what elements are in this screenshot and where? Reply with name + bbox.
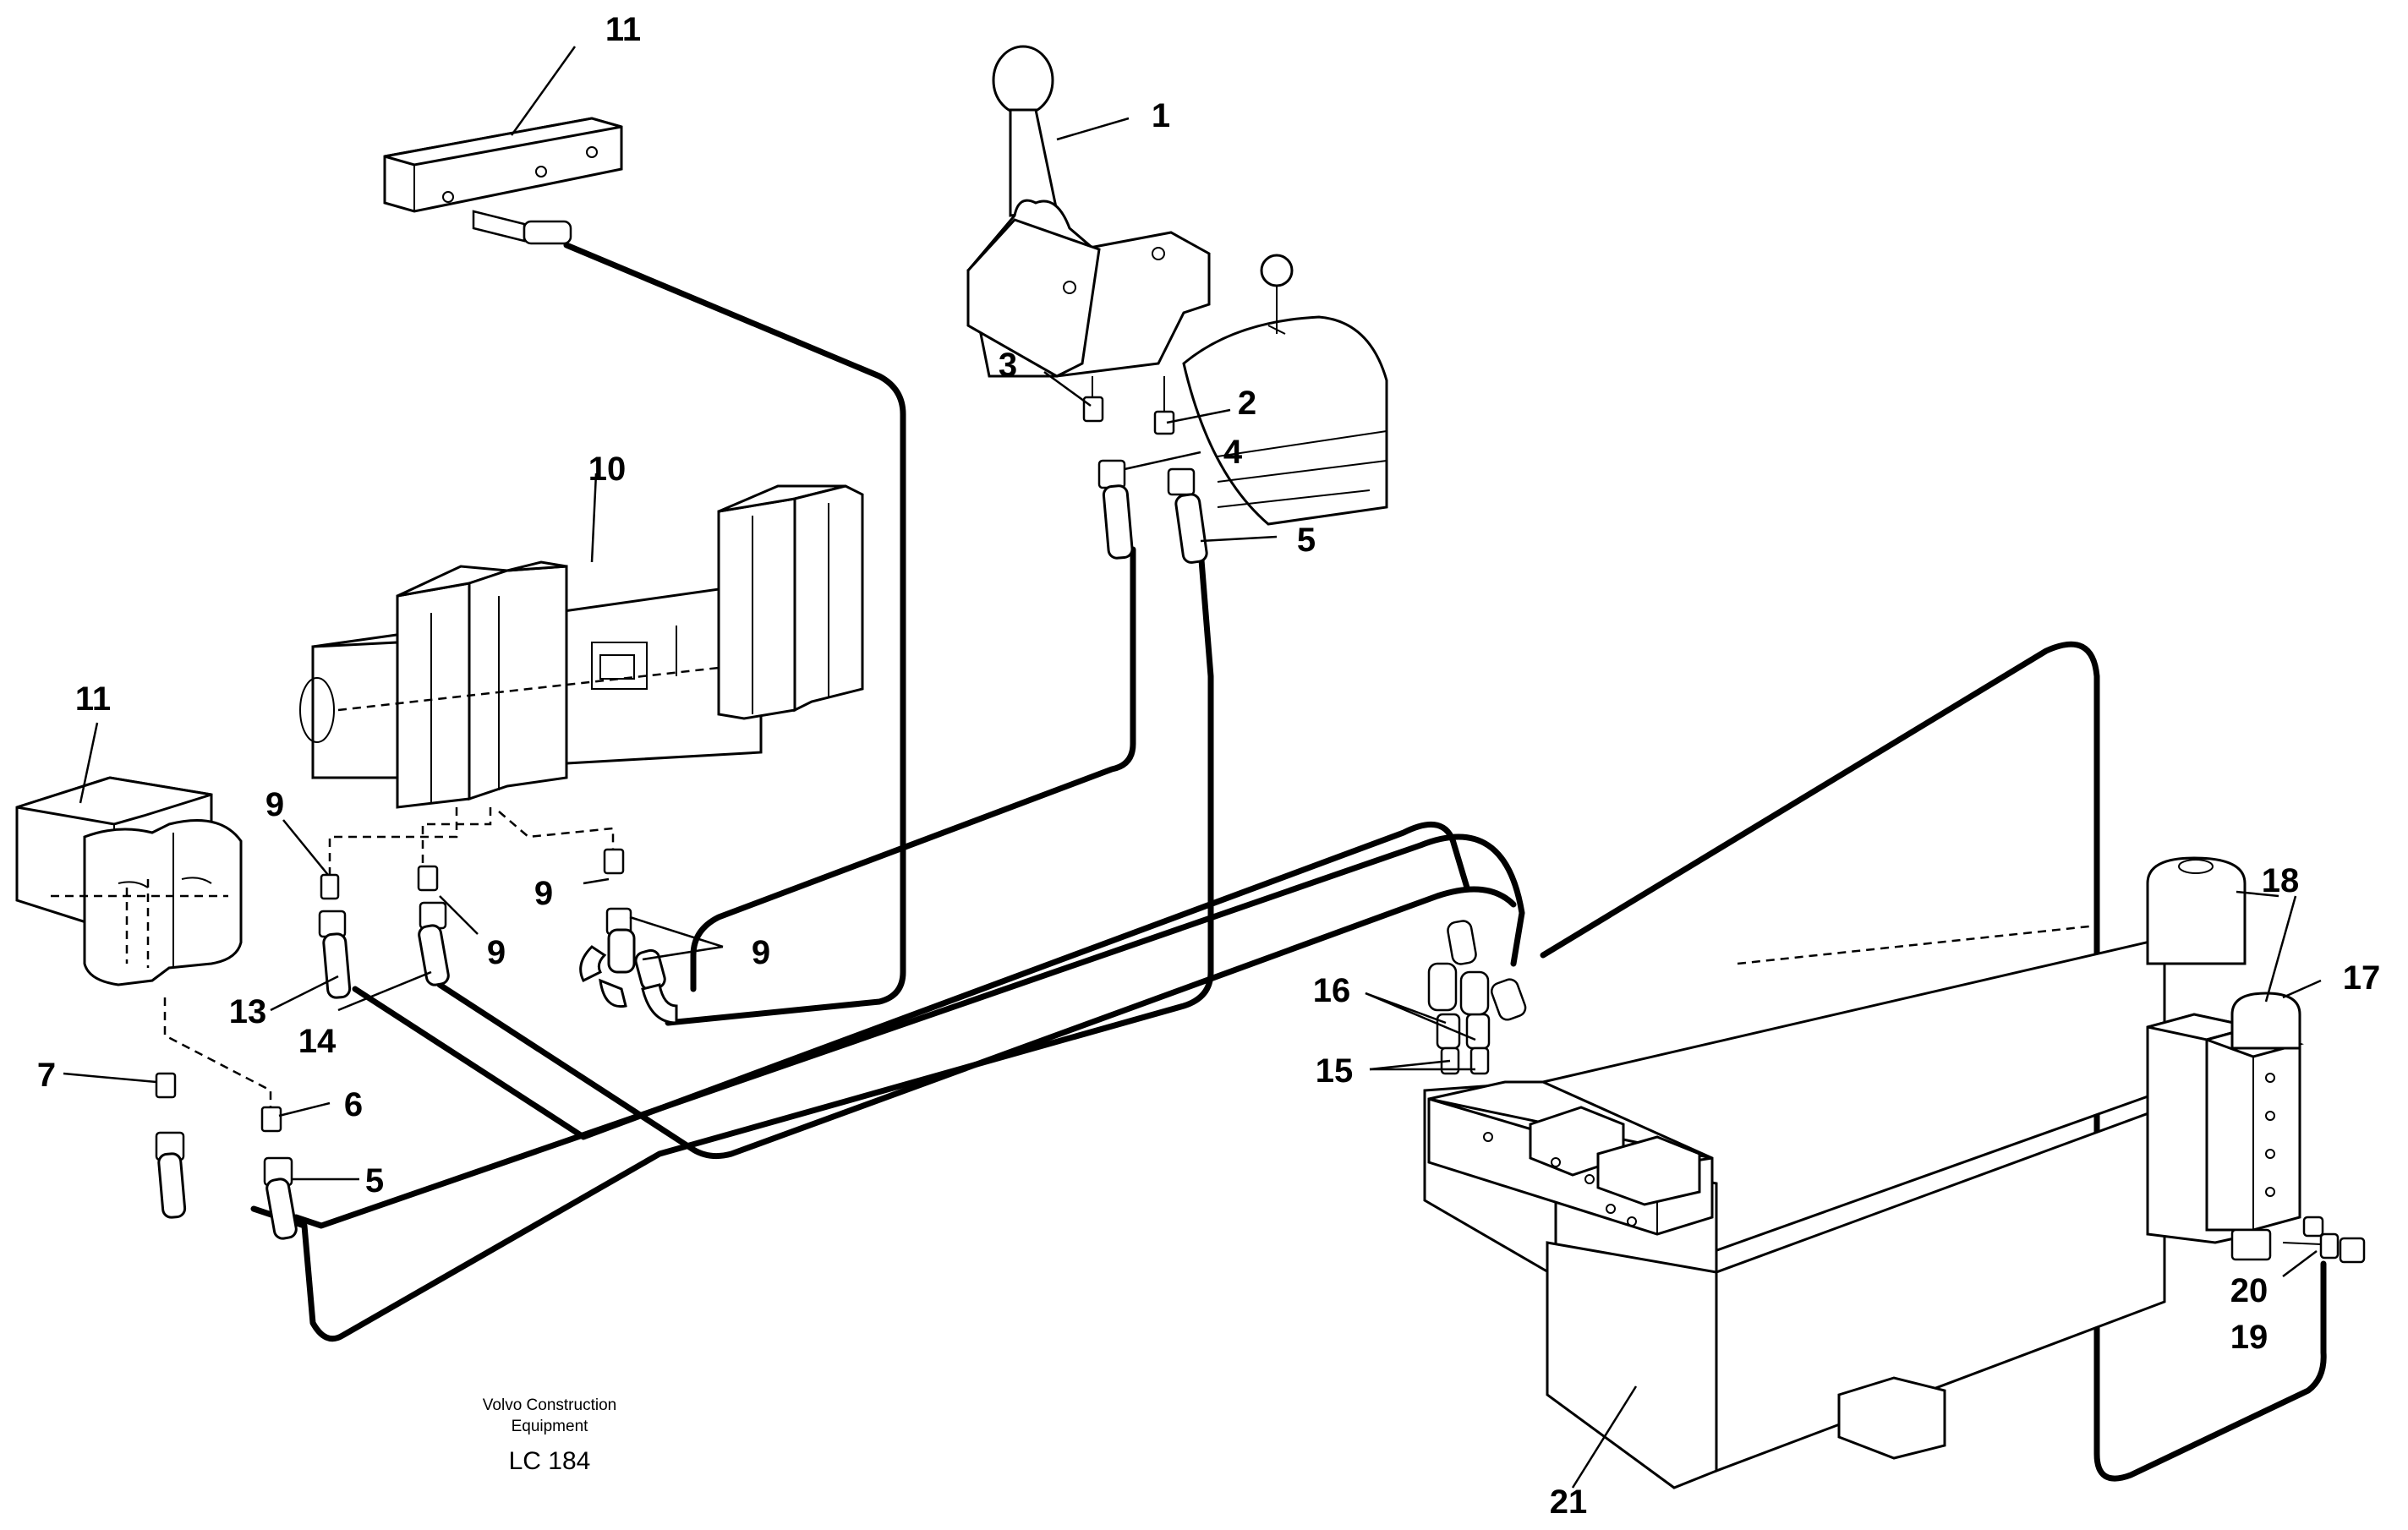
callout-labels: 11 1 3 2 4 5 10 11 9 9 9 9 13 14 7 6 5 1… [37, 11, 2380, 1521]
callout-5: 5 [1297, 522, 1316, 559]
hose-6-line [293, 833, 1525, 1229]
callout-4: 4 [1223, 434, 1243, 471]
hose-14-line [563, 242, 906, 1026]
part-21-tank [1423, 920, 2166, 1489]
callout-7: 6 [344, 1086, 363, 1123]
callout-14: 11 [605, 11, 641, 48]
callout-19: 19 [2230, 1319, 2268, 1356]
part-11-pedal-valve [15, 776, 243, 986]
pilot-line-9a [328, 807, 458, 875]
callout-16: 16 [1313, 972, 1351, 1009]
hose-4-line [690, 546, 1136, 992]
pilot-line-7 [163, 997, 272, 1107]
callout-1: 1 [1152, 97, 1170, 134]
pilot-line-9c [498, 811, 615, 850]
callout-13: 14 [298, 1023, 337, 1060]
callout-18: 18 [2262, 862, 2300, 899]
callout-8: 7 [37, 1057, 56, 1094]
callout-17: 17 [2343, 959, 2381, 997]
hose-19-line [1540, 641, 2327, 1482]
footer: Volvo Construction Equipment LC 184 [483, 1396, 616, 1475]
callout-9-c: 9 [487, 934, 506, 971]
callout-6: 5 [365, 1162, 384, 1199]
callout-9-a: 9 [265, 786, 284, 823]
callout-10: 10 [588, 451, 627, 488]
callout-9-d: 9 [752, 934, 770, 971]
callout-2: 2 [1238, 385, 1256, 422]
callout-15: 15 [1316, 1052, 1354, 1090]
callout-3: 3 [999, 347, 1017, 384]
footer-code: LC 184 [509, 1447, 591, 1475]
footer-line-1: Volvo Construction [483, 1396, 616, 1414]
callout-12: 13 [229, 993, 267, 1030]
part-10-control-valve [299, 484, 864, 809]
callout-20: 20 [2230, 1272, 2268, 1309]
pilot-line-9b [421, 807, 492, 866]
hose-13-line [436, 886, 1517, 1160]
part-14-block [383, 117, 623, 245]
part-1-joystick [966, 45, 1388, 564]
callout-9-b: 9 [534, 875, 553, 912]
fittings-left [155, 848, 678, 1240]
footer-line-2: Equipment [512, 1418, 589, 1435]
callout-11: 11 [75, 680, 111, 718]
callout-21: 21 [1550, 1484, 1588, 1521]
pilot-line-18 [1737, 924, 2098, 965]
part-17-18-valve [2146, 856, 2366, 1264]
hose-12-line [352, 821, 1470, 1140]
leader-lines [63, 46, 2322, 1489]
